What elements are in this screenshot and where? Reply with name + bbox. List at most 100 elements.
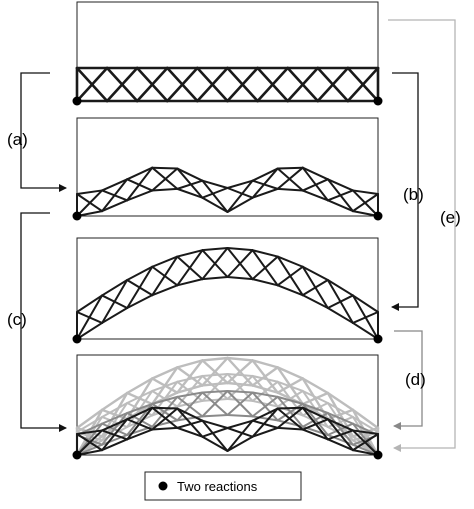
- truss-member: [326, 189, 354, 202]
- truss-member: [76, 189, 104, 195]
- truss-member: [76, 321, 104, 340]
- truss-member: [176, 399, 204, 408]
- truss-member: [151, 407, 179, 431]
- truss-member: [326, 434, 354, 446]
- truss-member: [176, 187, 204, 199]
- truss-member: [351, 408, 380, 430]
- truss-member: [201, 398, 229, 402]
- truss-member: [316, 66, 350, 103]
- truss-member: [105, 66, 139, 103]
- truss-member: [286, 66, 320, 103]
- support-reactions: [72, 96, 383, 460]
- label-a: (a): [7, 130, 28, 149]
- truss-member: [326, 412, 354, 425]
- truss-member: [276, 284, 304, 297]
- truss-member: [226, 247, 254, 252]
- truss-member: [176, 384, 204, 394]
- truss-member: [201, 390, 229, 418]
- truss-member: [251, 359, 279, 369]
- panel-3-frame: [76, 237, 379, 340]
- truss-member: [301, 391, 330, 406]
- truss-member: [101, 412, 129, 446]
- truss-member: [176, 415, 204, 422]
- truss-member: [326, 429, 354, 441]
- legend-text: Two reactions: [177, 479, 258, 494]
- support-dot: [72, 96, 82, 106]
- truss-member: [226, 391, 254, 416]
- arrow-b: [391, 72, 419, 311]
- truss-member: [176, 426, 204, 438]
- truss-member: [101, 418, 129, 432]
- truss-member: [201, 419, 229, 429]
- truss-member: [251, 407, 279, 422]
- truss-member: [151, 255, 179, 268]
- support-dot: [72, 334, 82, 344]
- truss-member: [151, 366, 179, 380]
- truss-member: [135, 66, 169, 103]
- truss-member: [176, 374, 204, 383]
- truss-member: [251, 179, 279, 190]
- truss-member: [226, 179, 254, 213]
- truss-member: [251, 374, 279, 383]
- truss-member: [176, 407, 204, 438]
- truss-member: [176, 167, 204, 182]
- truss-member: [201, 179, 229, 213]
- truss-member: [176, 391, 204, 398]
- support-dot: [72, 450, 82, 460]
- truss-member: [126, 389, 154, 404]
- truss-member: [276, 187, 304, 192]
- label-e: (e): [440, 208, 461, 227]
- truss-member: [251, 395, 279, 418]
- truss-member: [176, 249, 204, 287]
- truss-member: [126, 428, 154, 441]
- truss-member: [201, 427, 229, 438]
- truss-member: [301, 166, 329, 181]
- truss-member: [326, 391, 355, 412]
- truss-member: [226, 373, 254, 377]
- truss-member: [201, 247, 229, 252]
- truss-member: [276, 395, 304, 405]
- truss-member: [76, 429, 104, 456]
- truss-member: [126, 414, 154, 428]
- truss-member: [201, 187, 229, 199]
- truss-member: [226, 414, 254, 418]
- truss-member: [301, 418, 329, 431]
- panel-2-frame: [76, 117, 379, 217]
- truss-member: [176, 374, 204, 408]
- truss-member: [76, 294, 104, 340]
- label-d: (d): [405, 370, 426, 389]
- truss-member: [226, 419, 254, 429]
- truss-member: [201, 179, 229, 189]
- truss-member: [151, 166, 179, 170]
- truss-member: [201, 435, 229, 452]
- truss-member: [201, 381, 229, 387]
- truss-member: [226, 419, 254, 452]
- truss-member: [251, 391, 279, 398]
- truss-member: [176, 391, 204, 422]
- truss-member: [151, 187, 179, 192]
- panel-4-frame: [76, 354, 379, 456]
- support-dot: [373, 450, 383, 460]
- truss-member: [76, 294, 104, 313]
- truss-member: [76, 415, 104, 433]
- truss-member: [326, 418, 354, 432]
- truss-member: [101, 434, 129, 446]
- legend: Two reactions: [144, 471, 302, 501]
- truss-member: [226, 187, 254, 199]
- truss-member: [151, 167, 179, 192]
- truss-member: [301, 377, 330, 395]
- support-dot: [373, 334, 383, 344]
- truss-member: [126, 265, 154, 309]
- truss-member: [226, 427, 254, 438]
- truss-member: [151, 395, 179, 428]
- truss-member: [126, 294, 154, 309]
- truss-member: [75, 408, 104, 430]
- truss-member: [276, 402, 304, 422]
- support-dot: [72, 211, 82, 221]
- truss-member: [176, 249, 204, 258]
- truss-member: [101, 418, 129, 452]
- truss-member: [301, 294, 329, 309]
- truss-member: [346, 66, 380, 103]
- truss-member: [201, 247, 229, 281]
- truss-member: [101, 412, 129, 425]
